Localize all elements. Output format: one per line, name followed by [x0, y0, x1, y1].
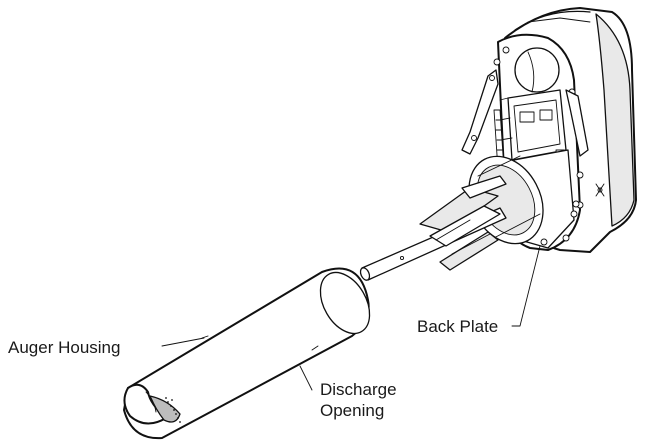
leader-lines	[161, 245, 541, 391]
auger-shaft	[359, 175, 507, 281]
label-discharge: Discharge	[320, 380, 397, 399]
label-opening: Opening	[320, 401, 385, 420]
label-back-plate: Back Plate	[417, 317, 499, 336]
auger-housing-tube	[123, 267, 371, 440]
label-auger-housing: Auger Housing	[8, 338, 121, 357]
discharge-edge-texture	[165, 397, 181, 423]
